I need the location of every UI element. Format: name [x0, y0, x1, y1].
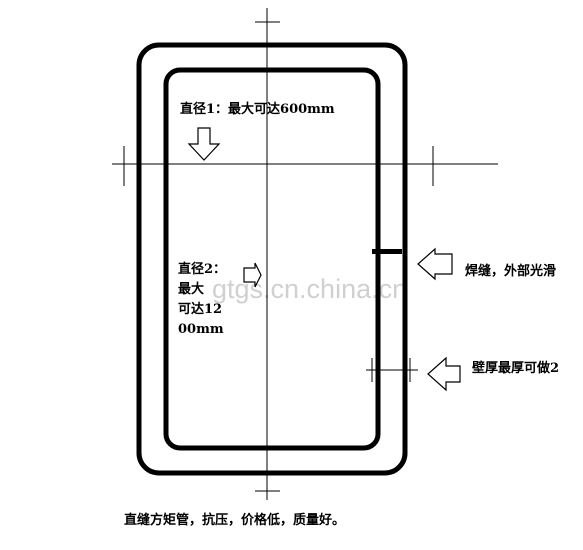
- diameter1-label: 直径1：最大可达600mm: [180, 101, 335, 117]
- diameter2-label-line2: 最大: [178, 281, 204, 297]
- down-arrow-icon: [187, 127, 221, 161]
- diameter2-label-line4: 00mm: [178, 322, 224, 337]
- inner-wall: [163, 67, 381, 451]
- weld-left-arrow-icon: [417, 247, 453, 281]
- wall-label: 壁厚最厚可做2: [472, 360, 559, 376]
- wall-left-arrow-icon: [427, 356, 461, 392]
- right-arrow-icon: [243, 262, 262, 288]
- diameter2-label-line3: 可达12: [178, 301, 222, 317]
- caption: 直缝方矩管，抗压，价格低，质量好。: [124, 512, 345, 528]
- diameter2-label-line1: 直径2：: [178, 261, 226, 277]
- weld-label: 焊缝，外部光滑: [465, 263, 556, 279]
- weld-seam: [372, 249, 402, 254]
- outer-wall: [136, 42, 408, 476]
